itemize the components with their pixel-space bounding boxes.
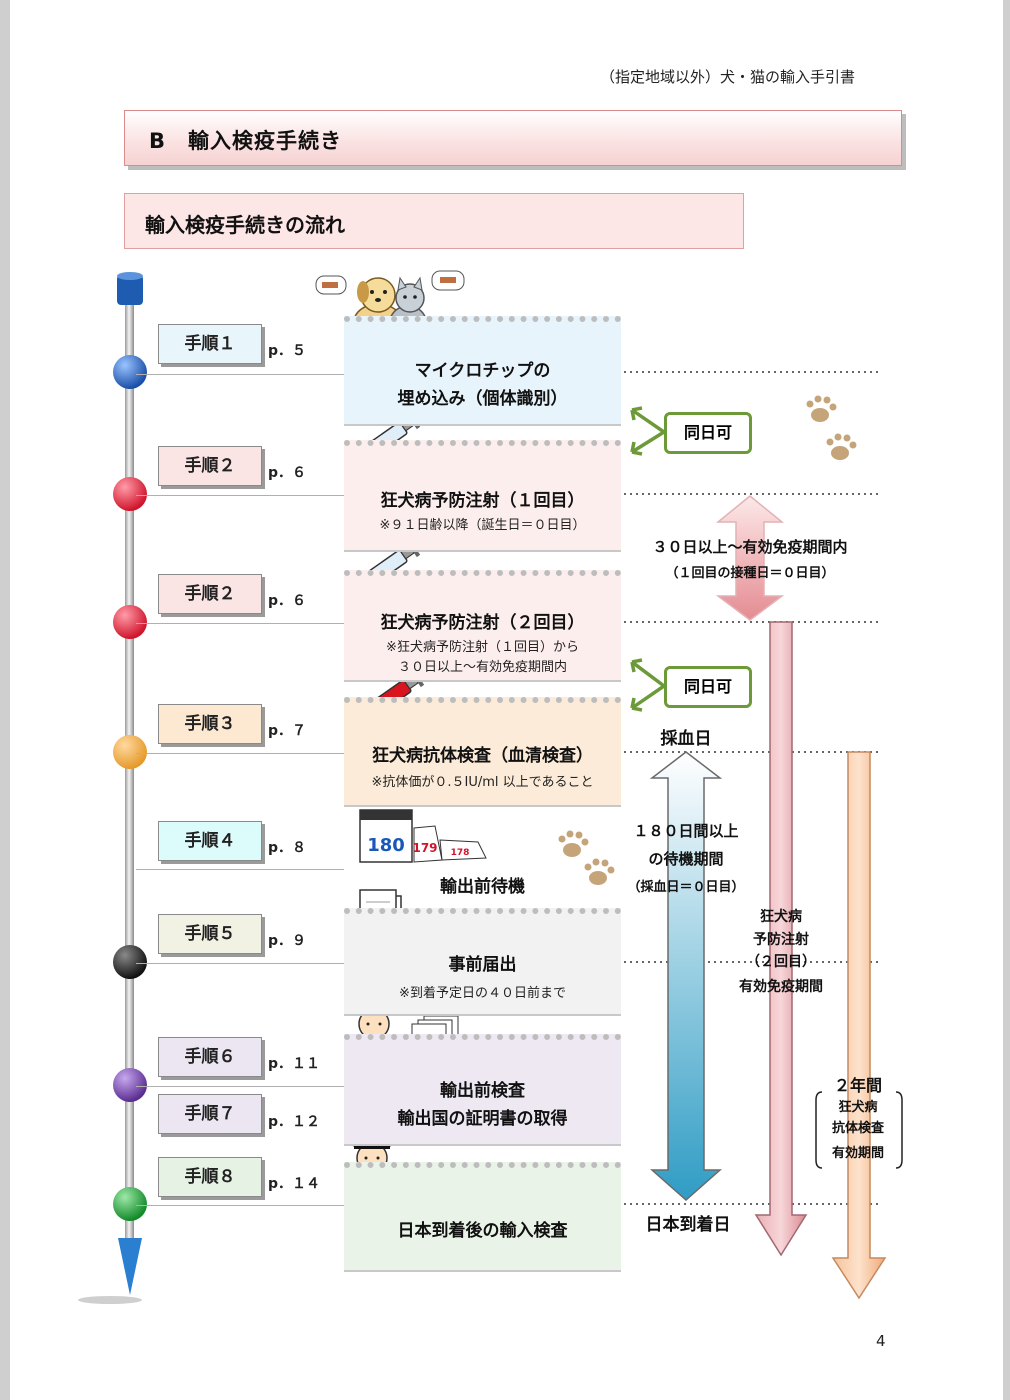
step-6-page-ref: p．１１ [268, 1056, 321, 1072]
timeline-bead-step3 [113, 735, 147, 769]
card-rabies-vaccine-2-note-1: ※狂犬病予防注射（１回目）から [386, 640, 579, 655]
step-1-underline [136, 374, 344, 375]
card-microchip-title-1: マイクロチップの [414, 361, 551, 381]
card-antibody-test-title: 狂犬病抗体検査（血清検査） [372, 746, 593, 766]
step-1-box: 手順１ [158, 324, 262, 364]
card-import-inspection-title: 日本到着後の輸入検査 [397, 1221, 568, 1241]
card-rabies-vaccine-2-note-2: ３０日以上～有効免疫期間内 [397, 660, 567, 675]
timeline-bead-step8 [113, 1187, 147, 1221]
card-antibody-test: 狂犬病抗体検査（血清検査） ※抗体価が０.５IU/ml 以上であること [344, 697, 621, 807]
step-5-box: 手順５ [158, 914, 262, 954]
card-advance-notice: 事前届出 ※到着予定日の４０日前まで [344, 908, 621, 1016]
step-7-page-ref: p．１２ [268, 1114, 321, 1130]
waiting-period-arrow [649, 751, 723, 1202]
calendar-178: 178 [451, 848, 470, 858]
step-2a-underline [136, 495, 344, 496]
step-7-box: 手順７ [158, 1094, 262, 1134]
timeline-rod [125, 300, 134, 1250]
step-2b-box: 手順２ [158, 574, 262, 614]
step-6-box: 手順６ [158, 1037, 262, 1077]
step-5-page-ref: p．９ [268, 933, 307, 949]
wait-period-label-2: の待機期間 [648, 850, 724, 868]
section-title-banner: B 輸入検疫手続き [124, 110, 902, 166]
card-advance-notice-note: ※到着予定日の４０日前まで [399, 986, 566, 1001]
card-pre-export-inspection: 輸出前検査 輸出国の証明書の取得 [344, 1034, 621, 1146]
step-2b-page-ref: p．６ [268, 593, 307, 609]
timeline-bottom-arrow [118, 1238, 142, 1295]
step-6-underline [136, 1086, 344, 1087]
interval-double-arrow [715, 495, 785, 621]
step-2b-underline [136, 623, 344, 624]
same-day-connector-1 [630, 406, 665, 456]
card-antibody-test-note: ※抗体価が０.５IU/ml 以上であること [371, 775, 594, 790]
vaccine-validity-label-1: 狂犬病 [760, 909, 802, 925]
subsection-title-banner: 輸入検疫手続きの流れ [124, 193, 744, 249]
step-8-underline [136, 1205, 344, 1206]
page-number: 4 [876, 1332, 886, 1350]
blood-day-label: 採血日 [660, 729, 712, 749]
step-4-underline [136, 869, 344, 870]
vaccine-validity-label-4: 有効免疫期間 [739, 979, 823, 995]
card-pre-export-wait-title: 輸出前待機 [440, 877, 525, 897]
card-rabies-vaccine-2-title: 狂犬病予防注射（２回目） [380, 613, 585, 633]
section-title: B 輸入検疫手続き [149, 129, 343, 153]
step-8-box: 手順８ [158, 1157, 262, 1197]
vaccine-validity-arrow [754, 621, 808, 1257]
same-day-badge-2: 同日可 [664, 666, 752, 708]
card-rabies-vaccine-2: 狂犬病予防注射（２回目） ※狂犬病予防注射（１回目）から ３０日以上～有効免疫期… [344, 570, 621, 682]
card-pre-export-inspection-title-1: 輸出前検査 [440, 1081, 525, 1101]
vaccine-validity-label-3: （２回目） [746, 954, 816, 970]
step-2a-box: 手順２ [158, 446, 262, 486]
card-rabies-vaccine-1-note: ※９１日齢以降（誕生日＝０日目） [379, 518, 586, 533]
same-day-connector-2 [630, 658, 666, 712]
timeline-dotted-guides [624, 371, 882, 1205]
same-day-badge-1: 同日可 [664, 412, 752, 454]
interval-label-1: ３０日以上～有効免疫期間内 [652, 538, 848, 556]
calendar-180: 180 [367, 835, 405, 856]
card-microchip: マイクロチップの 埋め込み（個体識別） [344, 316, 621, 426]
step-4-box: 手順４ [158, 821, 262, 861]
timeline-bead-step2a [113, 477, 147, 511]
timeline-bead-step6 [113, 1068, 147, 1102]
antibody-validity-arrow [831, 751, 887, 1300]
document-header-note: （指定地域以外）犬・猫の輸入手引書 [600, 68, 856, 86]
timeline-bead-step2b [113, 605, 147, 639]
document-page: （指定地域以外）犬・猫の輸入手引書 B 輸入検疫手続き 輸入検疫手続きの流れ [10, 0, 1003, 1400]
antibody-validity-label-2: 狂犬病 [838, 1100, 878, 1115]
calendar-179: 179 [412, 841, 437, 855]
calendar-icon: 180 179 178 [359, 809, 487, 863]
step-2a-page-ref: p．６ [268, 465, 307, 481]
subsection-title: 輸入検疫手続きの流れ [145, 213, 345, 237]
wait-period-label-3: （採血日＝０日目） [627, 880, 745, 895]
card-microchip-title-2: 埋め込み（個体識別） [397, 389, 568, 409]
step-1-page-ref: p．５ [268, 343, 307, 359]
card-advance-notice-title: 事前届出 [448, 955, 517, 975]
paw-print-icon [558, 395, 857, 885]
step-3-page-ref: p．７ [268, 723, 307, 739]
card-rabies-vaccine-1: 狂犬病予防注射（１回目） ※９１日齢以降（誕生日＝０日目） [344, 440, 621, 552]
arrival-day-label: 日本到着日 [645, 1215, 731, 1235]
timeline-bead-step5 [113, 945, 147, 979]
timeline-bead-step1 [113, 355, 147, 389]
card-pre-export-inspection-title-2: 輸出国の証明書の取得 [397, 1109, 568, 1129]
step-8-page-ref: p．１４ [268, 1176, 321, 1192]
card-rabies-vaccine-1-title: 狂犬病予防注射（１回目） [380, 491, 585, 511]
antibody-validity-label-1: ２年間 [833, 1076, 882, 1095]
vaccine-validity-label-2: 予防注射 [753, 932, 809, 948]
timeline-top-cap [117, 275, 143, 305]
card-import-inspection: 日本到着後の輸入検査 [344, 1162, 621, 1272]
antibody-validity-label-4: 有効期間 [831, 1146, 884, 1161]
wait-period-label-1: １８０日間以上 [633, 822, 739, 840]
step-5-underline [136, 963, 344, 964]
antibody-validity-label-3: 抗体検査 [831, 1121, 884, 1136]
step-4-page-ref: p．８ [268, 840, 307, 856]
interval-label-2: （１回目の接種日＝０日目） [665, 566, 835, 581]
step-3-underline [136, 753, 344, 754]
step-3-box: 手順３ [158, 704, 262, 744]
